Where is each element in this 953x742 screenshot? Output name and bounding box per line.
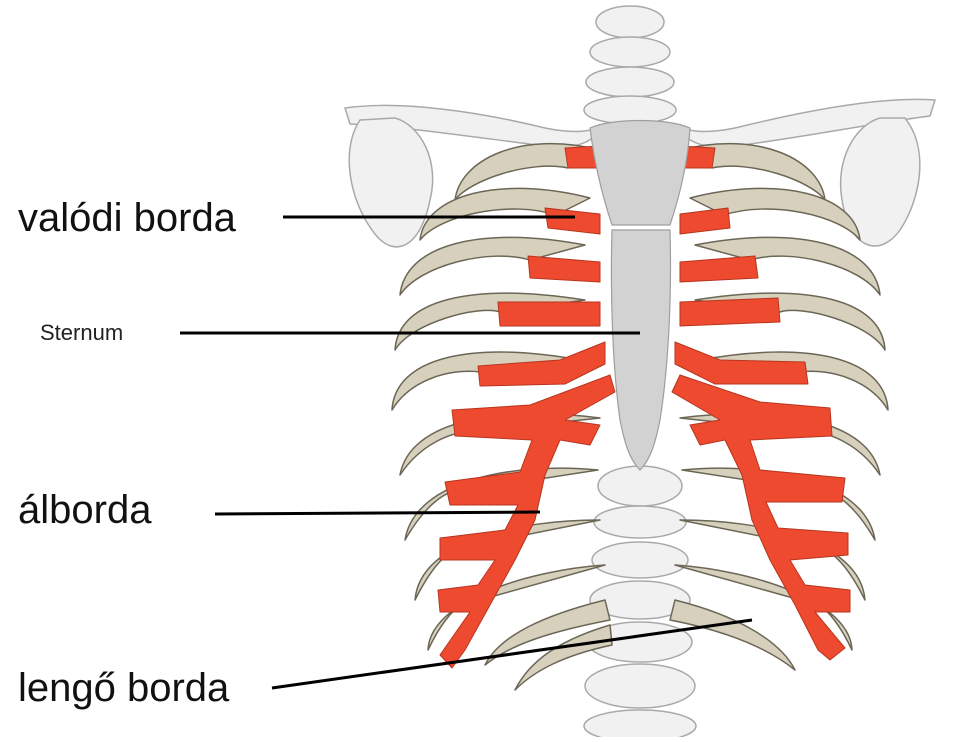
cartilage-true-rib [675, 342, 808, 384]
lumbar-vertebra [592, 542, 688, 578]
sternum [590, 121, 690, 471]
label-floating-rib: lengő borda [18, 668, 229, 708]
cartilage-true-rib [528, 256, 600, 282]
cartilage-true-rib [680, 256, 758, 282]
cartilage-true-rib [680, 298, 780, 326]
label-sternum: Sternum [40, 322, 123, 344]
left-scapula [349, 118, 432, 247]
lumbar-vertebra [584, 710, 696, 737]
lumbar-vertebra [585, 664, 695, 708]
cervical-vertebra [586, 67, 674, 97]
cartilage-true-rib [498, 302, 600, 326]
leader-line-false-rib [215, 512, 540, 514]
cervical-vertebra [584, 96, 676, 124]
lumbar-vertebra [598, 466, 682, 506]
cervical-vertebra [596, 6, 664, 38]
cartilage-true-rib [545, 208, 600, 234]
label-false-rib: álborda [18, 490, 151, 530]
lumbar-vertebra [594, 506, 686, 538]
cartilage-true-rib [680, 208, 730, 234]
label-true-rib: valódi borda [18, 198, 236, 238]
cervical-vertebra [590, 37, 670, 67]
manubrium [590, 121, 690, 226]
sternum-body [611, 230, 670, 470]
